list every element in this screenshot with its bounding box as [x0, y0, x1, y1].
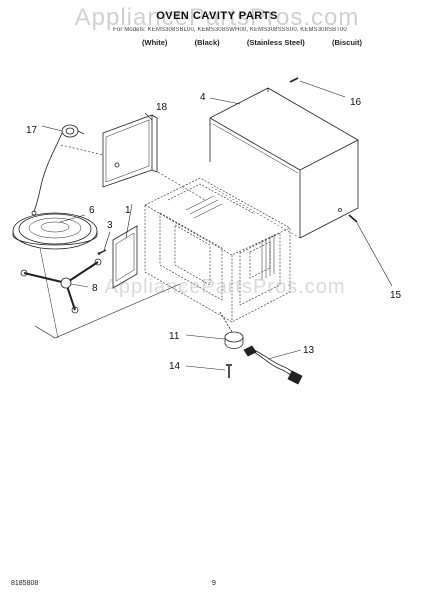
screw-part-3: [97, 249, 107, 256]
leader-lines: [34, 80, 393, 371]
cavity-vents: [185, 195, 275, 280]
callout-14: 14: [169, 361, 181, 372]
watermark-center: AppliancePartsPros.com: [104, 276, 346, 298]
turntable-motor: [31, 124, 85, 216]
callout-numbers: 1 3 4 6 8 11 13 14 15 16 17 18: [26, 92, 402, 372]
wire-harness: [243, 345, 303, 385]
callout-8: 8: [92, 283, 98, 294]
callout-17: 17: [26, 125, 38, 136]
waveguide-cover: [102, 114, 158, 188]
color-variants: (White) (Black) (Stainless Steel) (Biscu…: [142, 38, 362, 47]
callout-6: 6: [89, 205, 95, 216]
callout-18: 18: [156, 102, 168, 113]
variant-white: (White): [142, 38, 168, 47]
watermark-top: AppliancePartsPros.com: [74, 4, 360, 31]
bracket-part-1: [112, 225, 138, 289]
screw-part-16: [289, 77, 299, 83]
footer-document-code: 8185808: [11, 580, 39, 587]
callout-16: 16: [350, 97, 362, 108]
turntable-tray: [12, 212, 98, 250]
model-list: For Models: KEMS308SBL00, KEMS308SWH00, …: [113, 27, 347, 33]
thermal-cutout: [219, 311, 244, 349]
variant-stainless: (Stainless Steel): [246, 38, 305, 47]
callout-3: 3: [107, 220, 113, 231]
callout-15: 15: [390, 290, 402, 301]
screw-part-15: [348, 214, 358, 223]
callout-1: 1: [125, 205, 131, 216]
oven-cavity: [144, 177, 291, 323]
roller-support: [20, 258, 102, 314]
variant-biscuit: (Biscuit): [332, 38, 362, 47]
callout-4: 4: [200, 92, 206, 103]
callout-11: 11: [169, 331, 180, 342]
footer-page-number: 9: [212, 580, 216, 587]
diagram-title: OVEN CAVITY PARTS: [156, 10, 278, 22]
screw-part-14: [226, 364, 232, 378]
cabinet-wrapper: [209, 87, 359, 239]
variant-black: (Black): [194, 38, 220, 47]
callout-13: 13: [303, 345, 315, 356]
